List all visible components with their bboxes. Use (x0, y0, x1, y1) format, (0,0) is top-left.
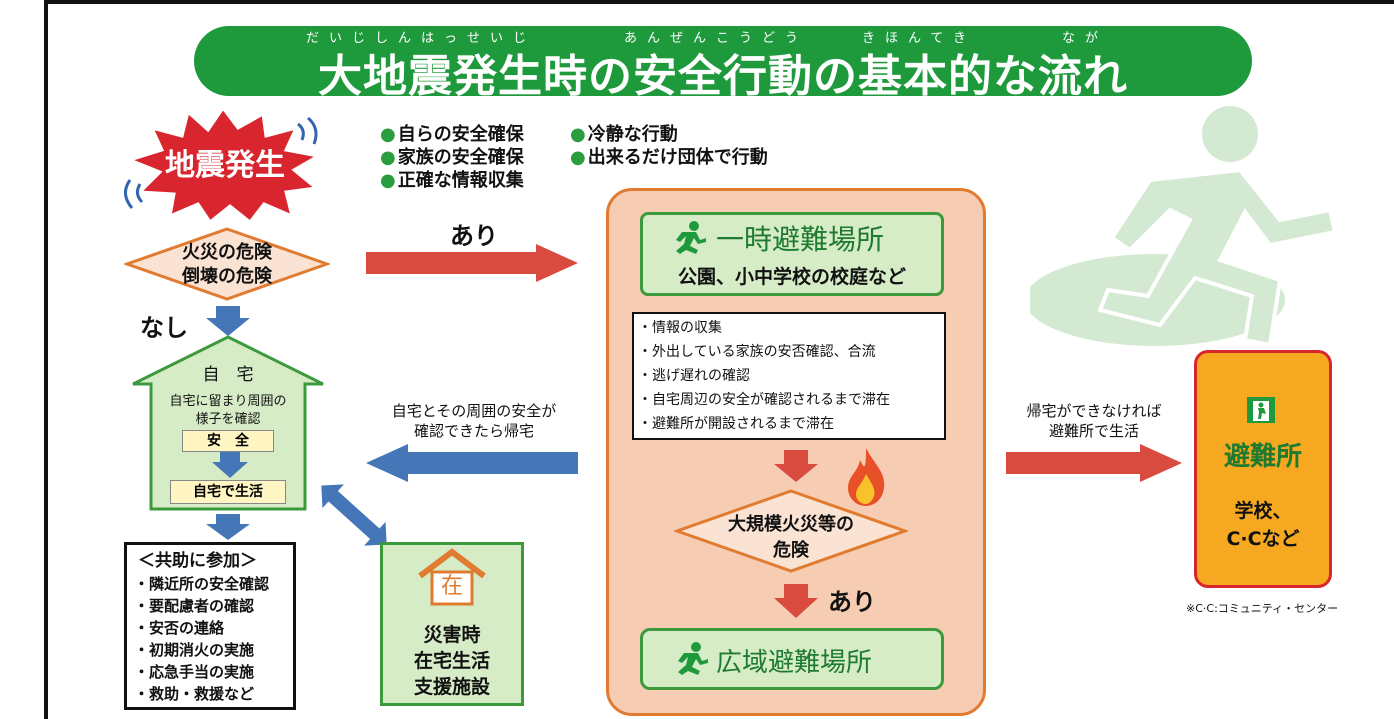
ruby-kihon: きほんてき (862, 31, 976, 46)
branch-yes2-label: あり (828, 588, 876, 616)
temp-site-item: ・逃げ遅れの確認 (638, 368, 750, 384)
arrow-down-to-home (206, 306, 250, 336)
shelter-note-1: 帰宅ができなければ (1026, 402, 1162, 420)
shelter-line-2: C·Cなど (1226, 528, 1300, 550)
principle-group: 出来るだけ団体で行動 (570, 143, 768, 169)
support-line-3: 支援施設 (413, 676, 490, 698)
arrow-yes-right (366, 244, 578, 282)
arrow-diagonal-double (321, 484, 387, 546)
support-facility-box (380, 542, 524, 706)
fire-icon (848, 448, 885, 506)
temp-site-item: ・避難所が開設されるまで滞在 (638, 416, 834, 432)
zaitaku-char: 在 (440, 574, 463, 599)
danger-collapse: 倒壊の危険 (182, 266, 272, 287)
fire-check-1: 大規模火災等の (728, 514, 854, 535)
kyojo-item: ・要配慮者の確認 (134, 597, 255, 615)
temp-site-item: ・自宅周辺の安全が確認されるまで滞在 (638, 392, 890, 408)
principle-info: 正確な情報収集 (380, 166, 524, 192)
runner-icon (678, 642, 708, 675)
zaitaku-house-icon (418, 548, 486, 606)
temp-site-item: ・外出している家族の安否確認、合流 (638, 344, 876, 360)
home-live-badge: 自宅で生活 (170, 480, 286, 504)
shelter-line-1: 学校、 (1234, 500, 1292, 522)
exit-door-icon (1247, 397, 1275, 423)
page-title: 大地震発生時の安全行動の基本的な流れ (318, 51, 1128, 102)
shelter-note-2: 避難所で生活 (1048, 422, 1139, 440)
home-desc-2: 様子を確認 (195, 412, 261, 427)
home-house-shape (132, 335, 324, 511)
danger-diamond (124, 227, 330, 301)
ruby-daijishin: だいじしんはっせいじ (306, 31, 537, 46)
fire-check-diamond (674, 489, 908, 573)
ruby-naga: なが (1062, 31, 1109, 46)
arrow-home-inner (212, 452, 248, 478)
earthquake-burst-icon (124, 105, 323, 224)
runner-background-icon (1030, 106, 1338, 348)
home-title: 自 宅 (202, 365, 254, 385)
earthquake-label: 地震発生 (165, 148, 285, 183)
return-home-text-2: 確認できたら帰宅 (413, 422, 534, 440)
arrow-return-home (366, 444, 578, 482)
footnote: ※C·C:コミュニティ・センター (1186, 602, 1339, 615)
arrow-down-to-fire-check (774, 450, 818, 482)
kyojo-item: ・隣近所の安全確認 (134, 575, 270, 593)
support-line-1: 災害時 (423, 624, 481, 646)
arrow-to-shelter (1006, 444, 1182, 482)
shelter-title: 避難所 (1223, 442, 1302, 472)
principle-family-safety: 家族の安全確保 (380, 143, 524, 169)
support-line-2: 在宅生活 (413, 650, 490, 672)
temp-site-item: ・情報の収集 (638, 320, 722, 336)
shelter-box (1194, 350, 1332, 588)
kyojo-title: ＜共助に参加＞ (138, 551, 257, 571)
arrow-down-to-kyojo (206, 514, 250, 540)
kyojo-item: ・初期消火の実施 (134, 641, 255, 659)
kyojo-box (124, 542, 296, 710)
branch-no-label: なし (140, 314, 188, 342)
home-desc-1: 自宅に留まり周囲の (169, 394, 287, 409)
wide-site-title: 広域避難場所 (716, 648, 873, 678)
title-ruby: だいじしんはっせいじ あんぜんこうどう きほんてき なが (194, 27, 1252, 47)
home-safe-badge: 安 全 (182, 430, 274, 452)
principle-self-safety: 自らの安全確保 (380, 120, 524, 146)
return-home-text-1: 自宅とその周囲の安全が (391, 402, 557, 420)
kyojo-item: ・救助・救援など (134, 685, 255, 703)
kyojo-item: ・安否の連絡 (134, 619, 225, 637)
temp-site-box (640, 212, 944, 296)
title-banner (194, 26, 1252, 96)
runner-icon (676, 221, 706, 254)
ruby-anzen: あんぜんこうどう (624, 31, 809, 46)
temp-site-sub: 公園、小中学校の校庭など (677, 266, 906, 288)
temp-site-title: 一時避難場所 (716, 223, 885, 256)
fire-check-2: 危険 (773, 540, 809, 561)
branch-yes-label: あり (450, 222, 498, 250)
arrow-down-to-wide-site (774, 584, 818, 618)
principle-calm: 冷静な行動 (570, 120, 678, 146)
temp-site-list-box (632, 312, 946, 440)
danger-fire: 火災の危険 (182, 242, 272, 263)
kyojo-item: ・応急手当の実施 (134, 663, 255, 681)
